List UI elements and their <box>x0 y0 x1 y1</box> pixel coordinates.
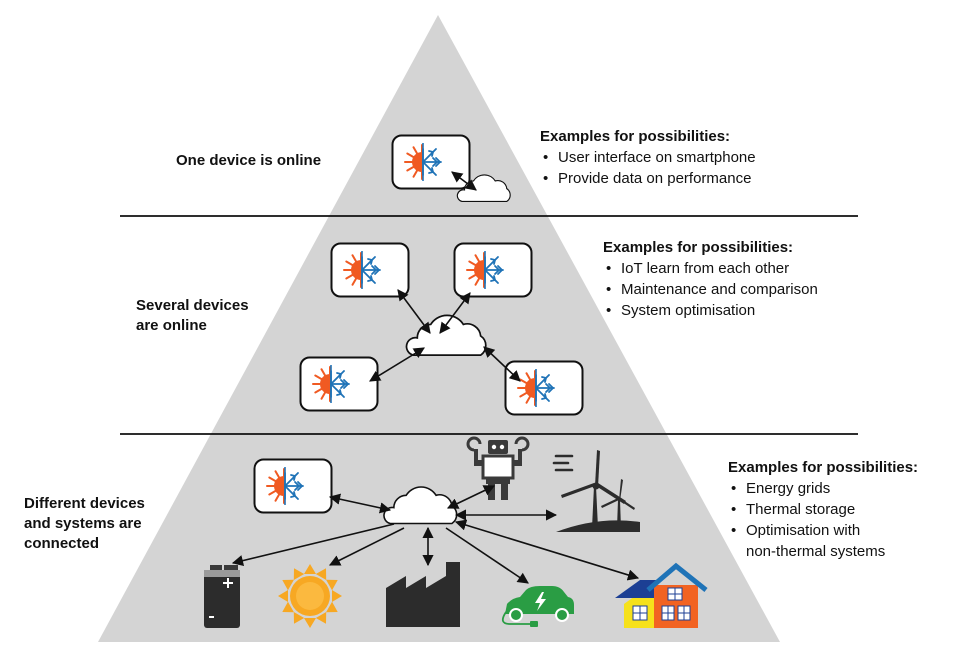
tier2-device-top-right <box>453 242 533 298</box>
list-item: Energy grids <box>728 478 918 499</box>
tier2-device-top-left <box>330 242 410 298</box>
tier2-arrow-br <box>483 346 521 382</box>
factory-icon <box>386 562 460 627</box>
house-icon <box>615 562 708 628</box>
tier2-examples-list: IoT learn from each other Maintenance an… <box>603 258 818 321</box>
tier3-device <box>253 458 333 514</box>
tier3-arrow-device <box>328 493 392 514</box>
tier2-label: Several devices are online <box>136 297 249 334</box>
tier3-arrow-sun <box>328 527 405 566</box>
list-item: IoT learn from each other <box>603 258 818 279</box>
tier1-examples: Examples for possibilities: User interfa… <box>540 126 756 189</box>
tier1-examples-list: User interface on smartphone Provide dat… <box>540 147 756 189</box>
tier3-label: Different devices and systems are connec… <box>24 495 145 552</box>
tier2-examples-title: Examples for possibilities: <box>603 239 794 256</box>
tier1-label: One device is online <box>176 152 322 169</box>
tier2-examples: Examples for possibilities: IoT learn fr… <box>603 237 818 321</box>
list-item: Optimisation with non-thermal systems <box>728 520 918 562</box>
tier2-arrow-tr <box>439 292 471 334</box>
tier3-examples-list: Energy grids Thermal storage Optimisatio… <box>728 478 918 562</box>
tier2-device-bottom-right <box>504 360 584 416</box>
tier3-arrow-house <box>454 519 640 581</box>
tier2-arrow-bl <box>369 347 425 382</box>
tier1-device <box>391 134 471 190</box>
tier2-device-bottom-left <box>299 356 379 412</box>
list-item: Thermal storage <box>728 499 918 520</box>
list-item: System optimisation <box>603 300 818 321</box>
list-item: User interface on smartphone <box>540 147 756 168</box>
tier3-arrow-robot <box>446 485 496 509</box>
tier3-arrow-battery <box>231 523 395 567</box>
electric-car-icon <box>501 586 574 627</box>
robot-icon <box>466 436 530 500</box>
list-item: Maintenance and comparison <box>603 279 818 300</box>
battery-icon <box>204 565 240 628</box>
tier1-examples-title: Examples for possibilities: <box>540 128 731 145</box>
list-item: Provide data on performance <box>540 168 756 189</box>
tier3-examples-title: Examples for possibilities: <box>728 459 919 476</box>
tier2-arrow-tl <box>397 289 431 334</box>
sun-icon <box>278 564 342 628</box>
tier3-examples: Examples for possibilities: Energy grids… <box>728 457 918 562</box>
tier1-arrow <box>451 171 477 191</box>
